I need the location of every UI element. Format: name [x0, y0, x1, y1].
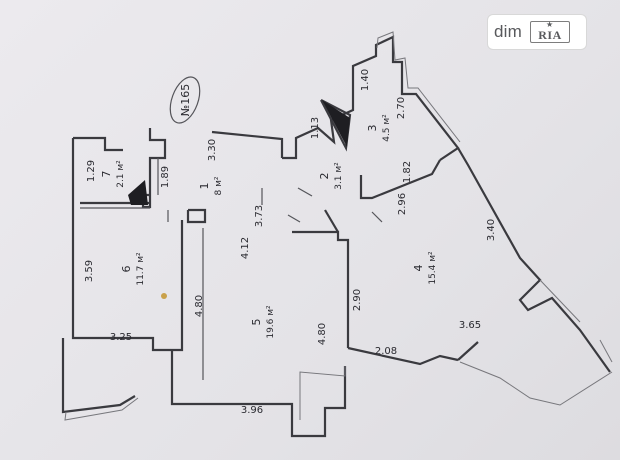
dim-4-80-right: 4.80	[317, 323, 328, 345]
room-6-area: 11.7 м²	[136, 252, 146, 286]
wall-room1-top	[211, 130, 284, 158]
dim-4-12: 4.12	[240, 237, 251, 259]
room-4-number: 4	[412, 265, 425, 272]
room-7-area: 2.1 м²	[116, 160, 126, 188]
dim-2-70: 2.70	[396, 97, 407, 119]
dim-2-90: 2.90	[352, 289, 363, 311]
dim-1-82: 1.82	[402, 161, 413, 183]
dim-4-80-left: 4.80	[194, 295, 205, 317]
room-3-number: 3	[366, 125, 379, 132]
balcony-edge-1	[539, 279, 581, 323]
room-1-area: 8 м²	[214, 176, 224, 195]
wall-room3-outer	[282, 35, 460, 161]
room-1-number: 1	[198, 183, 211, 190]
outer-walls	[61, 35, 611, 438]
wall-room1-bottom	[186, 208, 207, 224]
wall-room4-bottom	[347, 346, 459, 366]
door-mark-4	[287, 214, 301, 223]
vent-shaft-room7	[128, 180, 148, 205]
room-7-number: 7	[100, 171, 113, 178]
dim-1-29: 1.29	[86, 160, 97, 182]
door-mark-2	[297, 187, 313, 197]
balcony-lines	[64, 31, 613, 421]
wall-room5-right	[292, 230, 350, 348]
dim-1-13: 1.13	[310, 117, 321, 139]
dim-3-59: 3.59	[84, 260, 95, 282]
vent-shaft-room3	[322, 100, 350, 147]
dim-3-30: 3.30	[207, 139, 218, 161]
unit-number-circle	[169, 76, 201, 124]
wall-room4-lower	[457, 341, 479, 361]
dim-3-40: 3.40	[486, 219, 497, 241]
wall-room4-right	[457, 147, 611, 373]
room-2-number: 2	[318, 173, 331, 180]
dimria-watermark: dim ★ RIA	[488, 15, 586, 49]
balcony-top-right	[376, 31, 461, 143]
door-marks	[80, 187, 383, 223]
wall-room2-divider	[359, 159, 441, 200]
room-5-area: 19.6 м²	[266, 305, 276, 339]
room-6-number: 6	[120, 266, 133, 273]
door-mark-3	[371, 211, 383, 223]
dim-2-96: 2.96	[397, 193, 408, 215]
room-4-area: 15.4 м²	[428, 251, 438, 285]
unit-number: №165	[179, 84, 192, 116]
room-3-area: 4.5 м²	[382, 114, 392, 142]
dim-1-89: 1.89	[160, 166, 171, 188]
balcony-left	[64, 397, 139, 421]
wall-left-bottom	[61, 338, 136, 414]
dim-3-73: 3.73	[254, 205, 265, 227]
wall-room5-bottom	[213, 366, 347, 438]
wall-left-long	[71, 138, 171, 352]
dim-2-08: 2.08	[375, 346, 397, 357]
watermark-star-icon: ★	[546, 20, 554, 29]
balcony-right	[459, 361, 613, 406]
dim-1-40: 1.40	[360, 69, 371, 91]
dimension-labels: 1.40 1.13 2.70 3.30 1.82 2.96 3.73 4.12 …	[84, 69, 497, 416]
balcony-edge-2	[599, 339, 613, 363]
watermark-brand-dim: dim	[494, 22, 522, 41]
dim-3-25: 3.25	[110, 332, 132, 343]
stain-mark	[161, 293, 167, 299]
wall-6-5-divider	[170, 220, 213, 406]
room-labels: 1 8 м² 2 3.1 м² 3 4.5 м² 4 15.4 м² 5 19.…	[100, 114, 438, 339]
room-5-number: 5	[250, 319, 263, 326]
balcony-bottom	[299, 366, 346, 420]
watermark-ria-badge: ★ RIA	[530, 20, 570, 43]
wall-room7-top	[73, 136, 123, 152]
dim-3-65: 3.65	[459, 320, 481, 331]
room-2-area: 3.1 м²	[334, 162, 344, 190]
dim-3-96: 3.96	[241, 405, 263, 416]
watermark-brand-ria: RIA	[538, 28, 562, 42]
wall-room2-bottom	[324, 209, 339, 233]
